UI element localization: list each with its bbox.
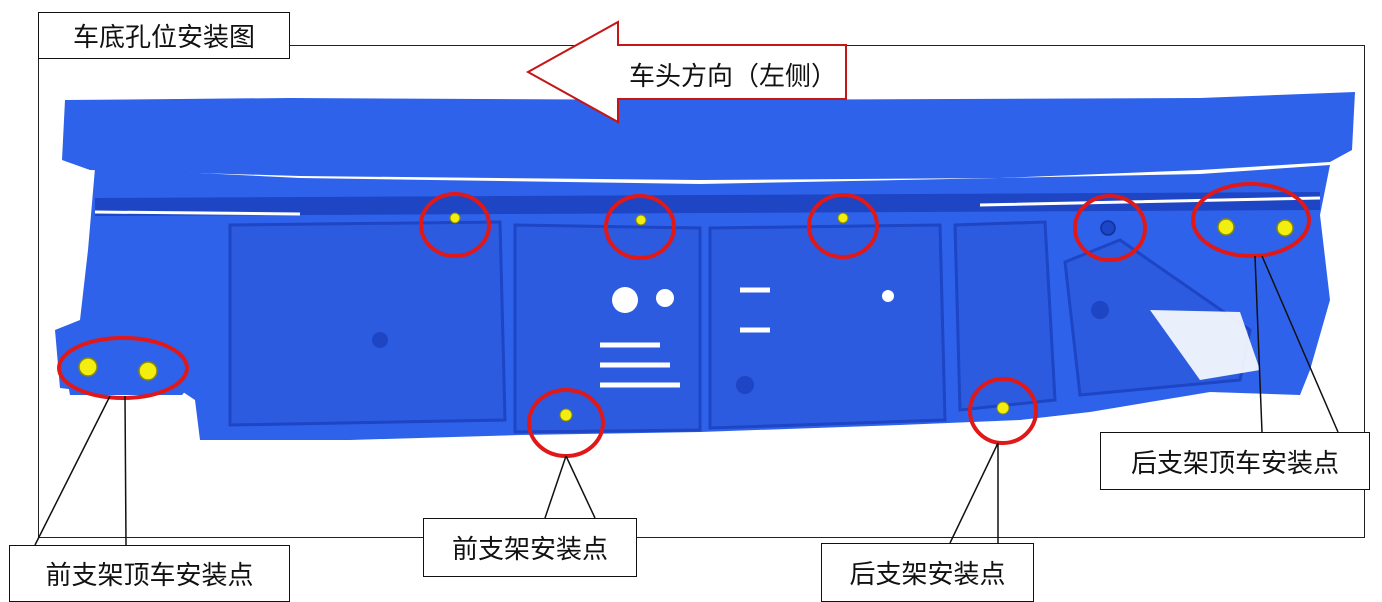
callout-front-bracket-roof: 前支架顶车安装点: [9, 545, 290, 602]
highlight-rear-roof: [1191, 182, 1311, 258]
underbody-scan-image: [55, 92, 1355, 440]
mount-point: [559, 408, 573, 422]
mount-point: [449, 212, 461, 224]
mount-points: [78, 212, 1294, 422]
direction-arrow-label: 车头方向（左侧）: [628, 61, 837, 92]
highlight-top-4: [1073, 194, 1147, 262]
mount-point: [78, 357, 98, 377]
highlight-top-2: [604, 194, 676, 260]
highlight-rear-bracket: [968, 377, 1038, 445]
mount-point: [1100, 220, 1116, 236]
diagram-title: 车底孔位安装图: [38, 12, 290, 59]
leader-lines: [34, 255, 1339, 546]
mount-point: [635, 214, 647, 226]
mount-point: [837, 212, 849, 224]
direction-arrow-shape: [525, 20, 847, 124]
highlight-circles: [57, 182, 1311, 458]
mount-point: [996, 401, 1010, 415]
callout-rear-bracket: 后支架安装点: [821, 543, 1034, 602]
highlight-top-1: [419, 192, 491, 258]
mount-point: [1217, 218, 1235, 236]
mount-point: [1276, 219, 1294, 237]
callout-rear-bracket-roof: 后支架顶车安装点: [1100, 432, 1370, 490]
highlight-top-3: [807, 193, 879, 259]
mount-point: [138, 361, 158, 381]
highlight-front-roof: [57, 336, 189, 400]
callout-front-bracket: 前支架安装点: [423, 518, 637, 577]
